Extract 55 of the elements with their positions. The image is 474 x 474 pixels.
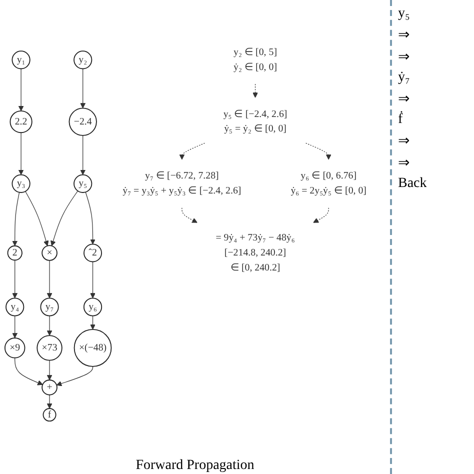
label-text: ẏ₇ [398, 70, 411, 86]
arrow [12, 260, 18, 298]
arrow [12, 192, 20, 246]
arrow [252, 84, 258, 98]
node-circle: + [42, 380, 58, 396]
node-circle: ˆ2 [84, 244, 102, 262]
arrow [18, 68, 24, 112]
arrow [90, 261, 96, 298]
node-text: = 9ẏ₄ + 73ẏ₇ − 48ẏ₆ [−214.8, 240.2] ∈ [0, 240.2] [216, 232, 295, 273]
node-circle: × [42, 245, 58, 261]
node-circle: 2.2 [10, 110, 32, 134]
arrow [56, 366, 94, 386]
node-text: y₅ ∈ [−2.4, 2.6] ẏ₅ = ẏ₂ ∈ [0, 0] [223, 108, 288, 134]
arrow [50, 190, 78, 246]
node-text: y₆ ∈ [0, 6.76] ẏ₆ = 2y₅ẏ₅ ∈ [0, 0] [290, 170, 366, 196]
arrow [46, 394, 52, 409]
node-circle: f [42, 408, 56, 422]
label-text: ⇒ [398, 49, 411, 66]
label-text: ḟ [398, 112, 404, 128]
label-text: ⇒ [398, 133, 411, 150]
arrow [80, 135, 86, 176]
node-circle: −2.4 [68, 108, 97, 136]
label-text: ⇒ [398, 91, 411, 108]
label-text: Back [398, 176, 428, 192]
node-circle: y₂ [74, 50, 92, 70]
node-text: y₇ ∈ [−6.72, 7.28] ẏ₇ = y₃ẏ₅ + y₅ẏ₃ ∈ [−2.4, 2.6] [122, 170, 242, 196]
arrow [90, 316, 96, 330]
label-text: ⇒ [398, 155, 411, 172]
arrow [305, 142, 332, 160]
arrow [85, 192, 96, 244]
arrow [313, 208, 329, 223]
node-circle: y₅ [74, 174, 92, 193]
arrow [12, 316, 18, 338]
node-circle: y₃ [12, 174, 30, 193]
node-circle: y₇ [40, 298, 59, 316]
arrow [179, 142, 206, 160]
arrow [25, 191, 49, 246]
label-text: Forward Propagation [136, 458, 254, 474]
label-text: y₅ [398, 6, 411, 22]
node-circle: y₆ [83, 298, 102, 316]
label-text: ⇒ [398, 27, 411, 44]
node-circle: ×73 [36, 335, 62, 361]
arrow [46, 316, 52, 336]
node-text: y₂ ∈ [0, 5] ẏ₂ ∈ [0, 0] [234, 46, 277, 72]
arrow [14, 358, 43, 386]
node-circle: 2 [7, 245, 22, 261]
arrow [182, 208, 198, 223]
node-circle: y₄ [6, 298, 24, 316]
arrow [80, 68, 86, 108]
arrow [46, 260, 52, 298]
arrow [46, 360, 52, 380]
arrow [18, 132, 24, 176]
node-circle: ×9 [4, 338, 26, 358]
node-circle: ×(−48) [74, 329, 112, 367]
node-circle: y₁ [12, 50, 30, 70]
